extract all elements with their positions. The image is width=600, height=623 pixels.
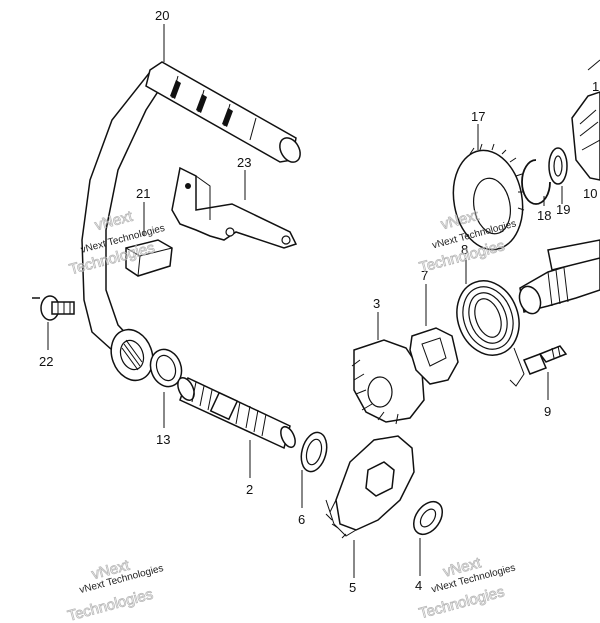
bolt-part-9[interactable] — [523, 345, 568, 400]
callout-7: 7 — [421, 268, 428, 283]
callout-1: 1 — [592, 79, 599, 94]
callout-5: 5 — [349, 580, 356, 595]
bracket-part-23[interactable] — [171, 166, 298, 249]
callout-22: 22 — [39, 354, 53, 369]
callout-4: 4 — [415, 578, 422, 593]
circlip-part-18[interactable] — [521, 159, 551, 206]
seal-part-13[interactable] — [145, 345, 186, 428]
callout-20: 20 — [155, 8, 169, 23]
watermark-bottom-left: vNext vNext Technologies Technologies — [65, 556, 164, 623]
bolt-part-22[interactable] — [32, 295, 75, 350]
callout-18: 18 — [537, 208, 551, 223]
callout-3: 3 — [373, 296, 380, 311]
drive-gear-part-5[interactable] — [325, 435, 415, 578]
bevel-gear-part-3[interactable] — [351, 312, 425, 425]
shaft-part-1[interactable] — [516, 239, 600, 317]
callout-13: 13 — [156, 432, 170, 447]
kick-shaft-part-2[interactable] — [175, 375, 299, 478]
guide-part-7[interactable] — [409, 284, 459, 385]
washer-part-19[interactable] — [548, 147, 568, 204]
callout-6: 6 — [298, 512, 305, 527]
callout-19: 19 — [556, 202, 570, 217]
callout-9: 9 — [544, 404, 551, 419]
callout-2: 2 — [246, 482, 253, 497]
callout-23: 23 — [237, 155, 251, 170]
watermark-bottom-right: vNext vNext Technologies Technologies — [417, 554, 517, 623]
washer-part-6[interactable] — [297, 430, 331, 508]
kick-lever-part-20[interactable] — [81, 24, 304, 386]
gear-part-17[interactable] — [446, 124, 530, 255]
spring-part-8[interactable] — [447, 258, 529, 387]
callout-10: 10 — [583, 186, 597, 201]
rubber-part-21[interactable] — [125, 202, 173, 277]
callout-21: 21 — [136, 186, 150, 201]
callout-8: 8 — [461, 242, 468, 257]
callout-17: 17 — [471, 109, 485, 124]
part-10[interactable] — [571, 59, 600, 181]
washer-part-4[interactable] — [408, 496, 448, 576]
